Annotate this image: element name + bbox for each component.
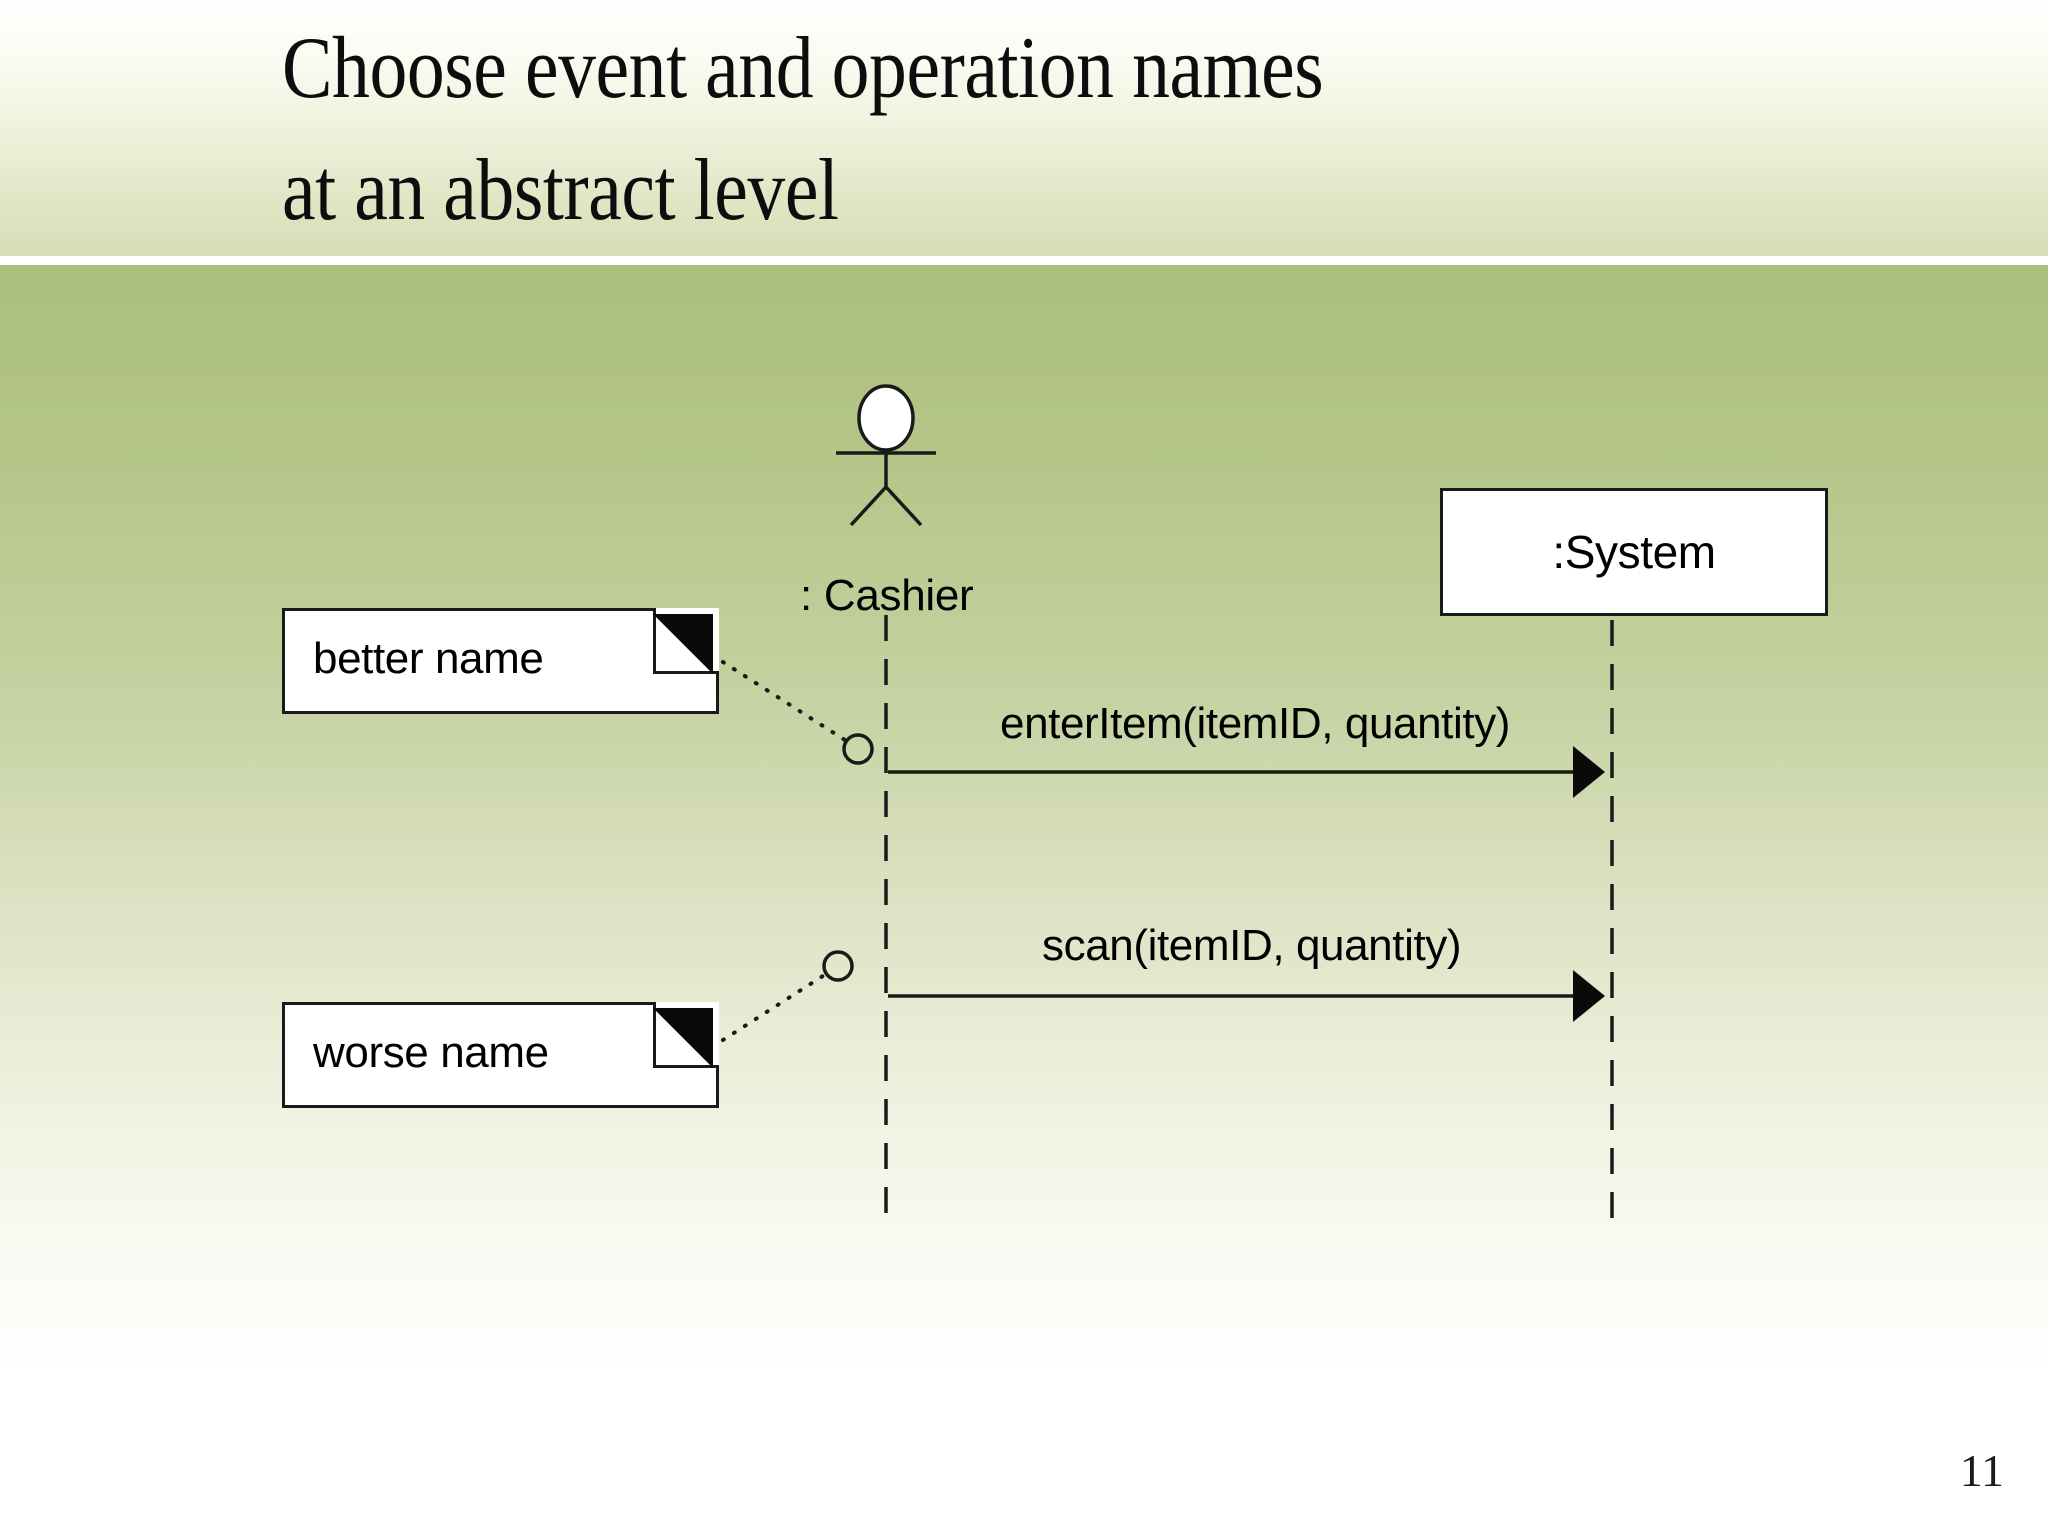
- message-label-enteritem: enterItem(itemID, quantity): [1000, 699, 1511, 748]
- note-connector-worse-name: [710, 950, 854, 1049]
- message-label-scan: scan(itemID, quantity): [1042, 921, 1462, 970]
- note-better-name-label: better name: [313, 634, 544, 683]
- object-box-system-label: :System: [1552, 526, 1716, 578]
- note-connector-better-name: [710, 653, 874, 765]
- page-title: Choose event and operation names at an a…: [282, 20, 1324, 239]
- note-worse-name[interactable]: worse name: [282, 1002, 719, 1108]
- actor-stick-figure-cashier: [836, 384, 936, 527]
- object-box-system[interactable]: :System: [1440, 488, 1828, 616]
- slide-header-band: [0, 0, 2048, 256]
- note-better-name[interactable]: better name: [282, 608, 719, 714]
- message-arrow-scan: [888, 970, 1605, 1022]
- message-arrow-enteritem: [888, 746, 1605, 798]
- note-worse-name-label: worse name: [313, 1028, 549, 1077]
- note-fold-triangle-icon: [653, 614, 713, 674]
- lifeline-label-cashier: : Cashier: [800, 571, 974, 620]
- header-divider-rule: [0, 256, 2048, 265]
- slide-body-band: [0, 265, 2048, 1375]
- note-fold-triangle-icon: [653, 1008, 713, 1068]
- page-number: 11: [1959, 1445, 2004, 1496]
